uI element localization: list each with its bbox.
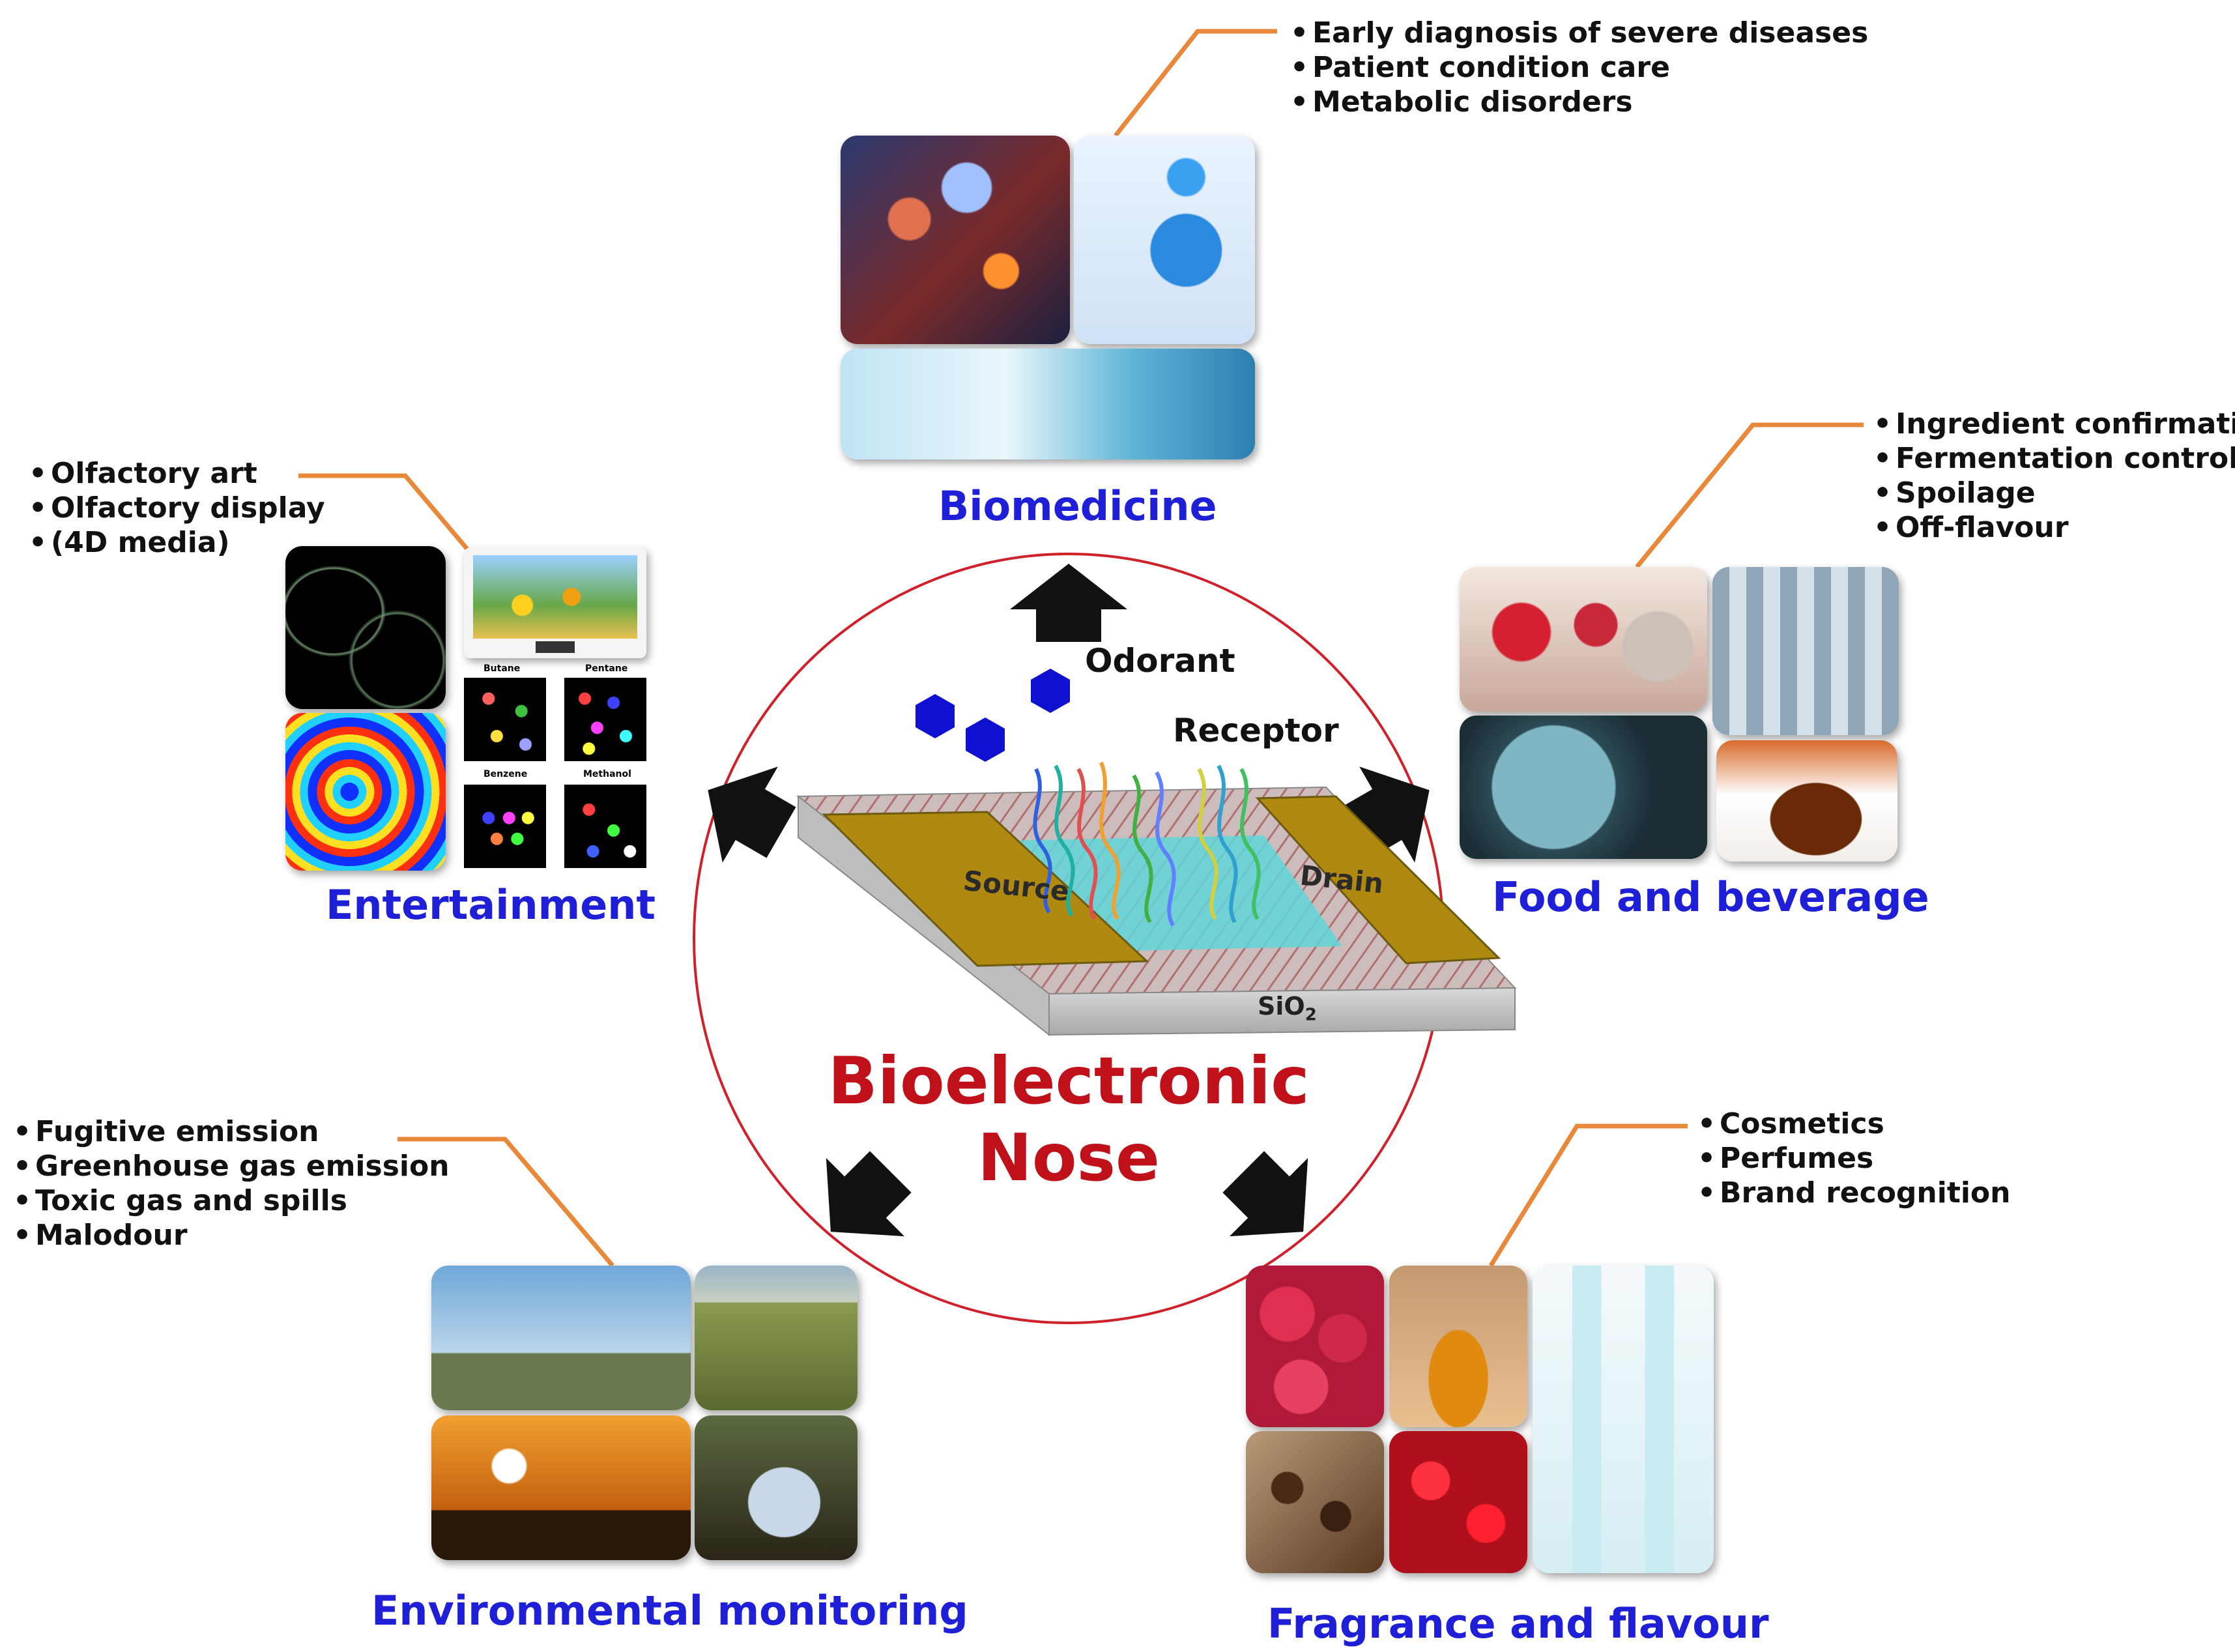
environment-bullet: Toxic gas and spills (13, 1183, 450, 1218)
receptor-label: Receptor (1173, 712, 1339, 749)
biomedicine-image-lab (841, 349, 1255, 459)
entertainment-image-tv (464, 547, 646, 658)
odorant-molecule (916, 694, 955, 738)
entertainment-image-lines (285, 546, 446, 709)
biomedicine-image-cells (841, 136, 1070, 344)
biomedicine-bullet: Metabolic disorders (1290, 85, 1868, 119)
fragrance-image-raspberries (1246, 1266, 1384, 1427)
substrate-label-text: SiO (1258, 992, 1305, 1021)
tv-screen (473, 555, 637, 639)
entertainment-panel-label: Butane (483, 663, 521, 674)
food-image-cola (1716, 740, 1897, 862)
environment-bullet: Malodour (13, 1218, 450, 1253)
entertainment-panel-label: Methanol (583, 769, 631, 779)
entertainment-title: Entertainment (326, 881, 656, 929)
entertainment-bullets: Olfactory art Olfactory display (4D medi… (29, 456, 325, 560)
food-image-bottles (1712, 567, 1899, 735)
environment-image-weather-station (431, 1266, 691, 1410)
drain-electrode (1255, 795, 1501, 964)
food-bullet: Off-flavour (1873, 510, 2235, 545)
entertainment-panel-pentane (564, 678, 646, 761)
entertainment-panel-butane (464, 678, 546, 761)
biomedicine-bullets: Early diagnosis of severe diseases Patie… (1290, 16, 1868, 119)
entertainment-bullet: Olfactory art (29, 456, 325, 491)
entertainment-bullet-continuation: (4D media) (29, 525, 325, 560)
food-bullet: Ingredient confirmation (1873, 407, 2235, 441)
arrow-right-down (1222, 1151, 1308, 1237)
fragrance-title: Fragrance and flavour (1267, 1600, 1769, 1647)
source-electrode (822, 811, 1149, 967)
entertainment-panel-label: Benzene (483, 769, 528, 779)
tv-stand (536, 641, 575, 653)
substrate-label-subscript: 2 (1305, 1005, 1317, 1025)
leader-line-fragrance (1489, 1123, 1688, 1267)
fragrance-bullet: Perfumes (1697, 1141, 2011, 1176)
entertainment-panel-methanol (564, 785, 646, 868)
food-image-petri-dish (1460, 716, 1707, 859)
fragrance-bullet: Cosmetics (1697, 1107, 2011, 1141)
food-bullet: Fermentation control (1873, 441, 2235, 476)
fragrance-bullet: Brand recognition (1697, 1176, 2011, 1210)
entertainment-image-swirls (285, 713, 446, 871)
environment-image-spill (695, 1415, 858, 1560)
substrate-label: SiO2 (1258, 992, 1317, 1025)
environment-image-factory (431, 1415, 691, 1560)
arrow-left-down (826, 1151, 912, 1237)
odorant-molecule (1031, 669, 1070, 713)
food-bullet: Spoilage (1873, 476, 2235, 510)
odorant-molecule (966, 717, 1005, 762)
biomedicine-bullet: Early diagnosis of severe diseases (1290, 16, 1868, 50)
center-title-line1: Bioelectronic (828, 1043, 1310, 1119)
receptor-proteins (1033, 761, 1261, 927)
fragrance-image-roses (1389, 1431, 1527, 1573)
fragrance-bullets: Cosmetics Perfumes Brand recognition (1697, 1107, 2011, 1210)
environment-title: Environmental monitoring (371, 1587, 968, 1634)
entertainment-panel-benzene (464, 785, 546, 868)
leader-line-entertainment (298, 473, 471, 553)
arrow-up (1010, 564, 1127, 642)
arrow-left-up (708, 766, 796, 863)
entertainment-bullet: Olfactory display (29, 491, 325, 525)
biomedicine-bullet: Patient condition care (1290, 50, 1868, 85)
leader-line-biomedicine (1114, 29, 1277, 138)
center-title-line2: Nose (977, 1120, 1160, 1196)
biomedicine-image-body (1074, 136, 1255, 344)
fet-device (796, 669, 1517, 1037)
food-title: Food and beverage (1492, 873, 1929, 921)
environment-bullets: Fugitive emission Greenhouse gas emissio… (13, 1114, 450, 1253)
entertainment-panel-label: Pentane (585, 663, 628, 674)
food-bullets: Ingredient confirmation Fermentation con… (1873, 407, 2235, 545)
fragrance-image-coffee (1246, 1431, 1384, 1573)
leader-line-food (1635, 422, 1864, 569)
fragrance-image-test-tubes (1533, 1266, 1714, 1573)
environment-bullet: Greenhouse gas emission (13, 1149, 450, 1183)
food-image-strawberries (1460, 567, 1707, 712)
biomedicine-title: Biomedicine (938, 482, 1217, 530)
center-title: Bioelectronic Nose (808, 1043, 1329, 1196)
environment-bullet: Fugitive emission (13, 1114, 450, 1149)
fragrance-image-honey (1389, 1266, 1527, 1427)
environment-image-wetland (695, 1266, 858, 1410)
odorant-label: Odorant (1085, 642, 1235, 680)
